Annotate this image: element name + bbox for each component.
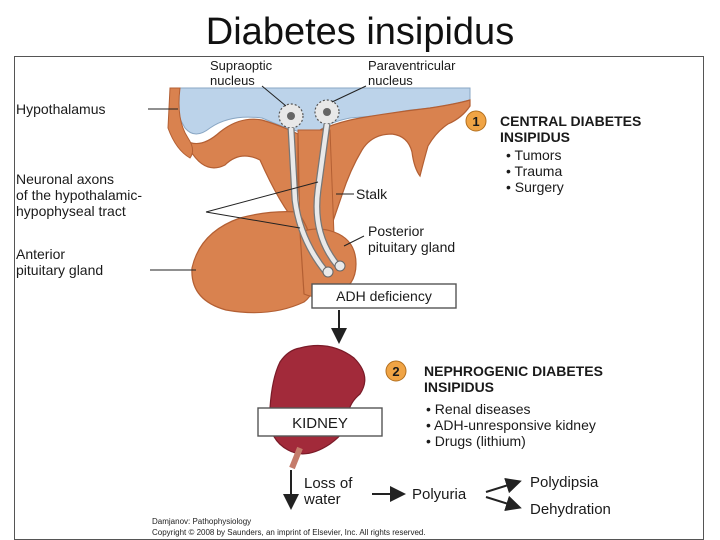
label-hypothalamus: Hypothalamus: [16, 101, 106, 117]
leader-axons-2: [205, 211, 301, 229]
kidney-shape: [268, 345, 366, 455]
ureter: [289, 446, 303, 470]
label-posterior-2: pituitary gland: [368, 239, 455, 255]
label-loss-2: water: [303, 491, 341, 508]
badge-central-number: 1: [472, 114, 479, 129]
slide-title: Diabetes insipidus: [205, 11, 515, 53]
label-anterior-1: Anterior: [16, 246, 65, 262]
adh-deficiency-label: ADH deficiency: [336, 288, 432, 304]
credit-line-1: Damjanov: Pathophysiology: [152, 517, 251, 526]
central-title-2: INSIPIDUS: [500, 129, 570, 145]
label-axons-3: hypophyseal tract: [16, 203, 126, 219]
nephrogenic-title-2: INSIPIDUS: [424, 379, 494, 395]
label-supraoptic-2: nucleus: [210, 73, 255, 88]
badge-nephrogenic: [385, 360, 407, 382]
label-paraventricular-2: nucleus: [368, 73, 413, 88]
label-polydipsia: Polydipsia: [530, 474, 599, 491]
leader-posterior: [343, 235, 365, 247]
axon-paraventricular-core: [314, 123, 340, 268]
label-polyuria: Polyuria: [412, 486, 467, 503]
central-cause-3: • Surgery: [506, 179, 564, 195]
nephrogenic-cause-1: • Renal diseases: [426, 401, 531, 417]
supraoptic-nucleus-dot: [287, 112, 295, 120]
label-axons-1: Neuronal axons: [16, 171, 114, 187]
adh-deficiency-box: [311, 283, 457, 309]
label-stalk: Stalk: [356, 186, 388, 202]
axon-terminal-1: [322, 266, 334, 278]
hypothalamus-tissue-right: [317, 99, 471, 231]
label-anterior-2: pituitary gland: [16, 262, 103, 278]
label-loss-1: Loss of: [304, 475, 353, 492]
label-dehydration: Dehydration: [530, 501, 611, 518]
nephrogenic-title-1: NEPHROGENIC DIABETES: [424, 363, 603, 379]
label-posterior-1: Posterior: [368, 223, 424, 239]
central-title-1: CENTRAL DIABETES: [500, 113, 641, 129]
tissue-left-lobe: [167, 87, 194, 159]
label-supraoptic-1: Supraoptic: [210, 58, 273, 73]
central-cause-1: • Tumors: [506, 147, 561, 163]
nephrogenic-cause-2: • ADH-unresponsive kidney: [426, 417, 596, 433]
arrow-to-dehydration: [485, 495, 522, 512]
credit-line-2: Copyright © 2008 by Saunders, an imprint…: [152, 528, 426, 537]
kidney-box: [257, 407, 383, 437]
axon-supraoptic-core: [288, 127, 328, 274]
leader-paraventricular: [331, 85, 367, 103]
paraventricular-nucleus-dot: [323, 108, 331, 116]
nephrogenic-cause-3: • Drugs (lithium): [426, 433, 526, 449]
badge-nephrogenic-number: 2: [392, 364, 399, 379]
badge-central: [465, 110, 487, 132]
central-cause-2: • Trauma: [506, 163, 562, 179]
kidney-label: KIDNEY: [292, 415, 348, 432]
leader-supraoptic: [261, 85, 287, 107]
leader-axons-1: [205, 181, 319, 213]
arrow-to-polydipsia: [485, 477, 522, 494]
axon-terminal-2: [334, 260, 346, 272]
label-axons-2: of the hypothalamic-: [16, 187, 142, 203]
label-paraventricular-1: Paraventricular: [368, 58, 456, 73]
